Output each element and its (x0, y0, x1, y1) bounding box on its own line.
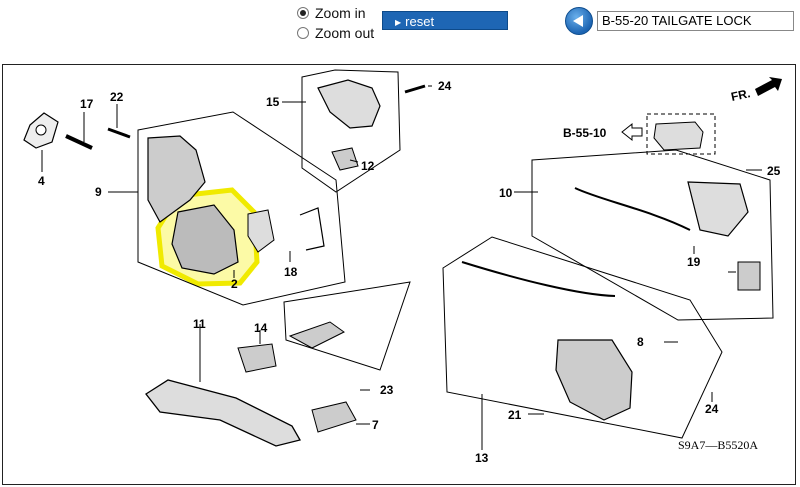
diagram-frame (2, 64, 796, 485)
part-label: 13 (475, 451, 489, 465)
zoom-in-radio[interactable] (297, 7, 309, 19)
zoom-out-label: Zoom out (315, 25, 375, 41)
tailgate-lock-part (555, 339, 633, 421)
part-label: 23 (380, 383, 394, 397)
part-label: 10 (499, 186, 513, 200)
part-label: 19 (687, 255, 701, 269)
drawing-code: S9A7—B5520A (678, 438, 758, 452)
group-box-15 (301, 69, 401, 193)
handle-unit-part (687, 181, 749, 237)
part-label: 14 (254, 321, 268, 335)
group-box-10 (531, 149, 774, 321)
part-label: 25 (767, 164, 781, 178)
reset-label: reset (405, 14, 435, 29)
part-label: 22 (110, 90, 124, 104)
reset-button[interactable]: ▶reset (382, 11, 508, 30)
part-label: 24 (438, 79, 452, 93)
striker-hole (35, 124, 47, 136)
part-label: 21 (508, 408, 522, 422)
part-label: 18 (284, 265, 298, 279)
outer-handle-part (145, 379, 301, 447)
zoom-out-option[interactable]: Zoom out (297, 25, 374, 41)
front-direction-arrow-icon (755, 77, 782, 96)
part-label: 12 (361, 159, 375, 173)
leader-lines (41, 85, 762, 450)
bolt-24-top-part (404, 84, 426, 94)
part-14 (237, 343, 277, 373)
screw-22-part (107, 127, 131, 139)
rod-13-part (461, 261, 616, 297)
part-label: 7 (372, 418, 379, 432)
key-cylinder-part (288, 321, 345, 349)
part-label: 17 (80, 97, 94, 111)
part-label: 8 (637, 335, 644, 349)
group-box-9 (137, 111, 346, 306)
toolbar: Zoom in Zoom out ▶reset B-55-20 TAILGATE… (0, 0, 800, 60)
actuator-part (171, 204, 239, 275)
part-12 (331, 147, 359, 171)
bolt-17-part (65, 134, 93, 150)
reference-label: B-55-10 (563, 126, 607, 140)
back-button[interactable] (565, 7, 593, 35)
rod-clip-part (299, 207, 325, 251)
cover-7-part (311, 401, 357, 433)
cable-part (574, 187, 691, 231)
part-label: 11 (193, 317, 206, 331)
latch-assembly-part (147, 135, 206, 223)
part-label: 15 (266, 95, 280, 109)
part-label: 9 (95, 185, 102, 199)
connector-part (737, 261, 761, 291)
group-box-cylinder (283, 281, 411, 371)
part-labels: 2 4 7 8 9 10 11 12 13 14 15 17 18 19 21 … (38, 79, 781, 465)
latch-15-part (317, 79, 381, 129)
lever-part (247, 209, 275, 253)
part-label: 2 (231, 277, 238, 291)
play-arrow-icon: ▶ (395, 18, 402, 27)
zoom-in-label: Zoom in (315, 5, 366, 21)
direction-label: FR. (730, 86, 752, 104)
zoom-in-option[interactable]: Zoom in (297, 5, 366, 21)
part-label: 24 (705, 402, 719, 416)
back-arrow-icon (573, 15, 583, 27)
group-box-13 (442, 236, 723, 439)
reference-box (646, 113, 716, 155)
zoom-out-radio[interactable] (297, 27, 309, 39)
bracket-part (653, 121, 704, 151)
reference-arrow-icon (621, 122, 643, 142)
part-label: 4 (38, 174, 45, 188)
diagram-title-field: B-55-20 TAILGATE LOCK (597, 11, 794, 31)
